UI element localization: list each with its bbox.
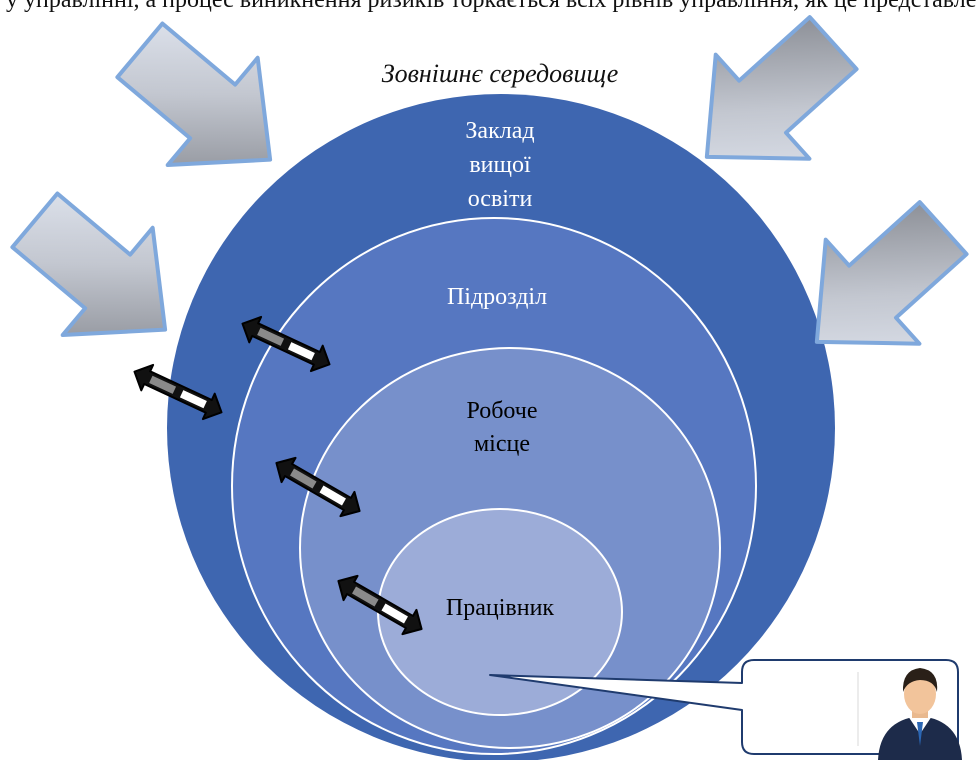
external-arrow-top-right	[704, 15, 859, 161]
workplace-label-line-2: місце	[474, 431, 530, 457]
person-avatar-icon	[878, 668, 962, 760]
external-environment-label: Зовнішнє середовище	[382, 59, 619, 88]
interaction-arrow-1	[133, 363, 223, 421]
external-arrow-right	[814, 200, 969, 346]
workplace-label-line-1: Робоче	[466, 398, 537, 424]
employee-label: Працівник	[446, 595, 555, 621]
external-arrow-left	[10, 191, 168, 338]
institution-label-line-1: Заклад	[465, 118, 534, 144]
interaction-arrow-2	[241, 315, 331, 373]
unit-label: Підрозділ	[447, 284, 547, 310]
interaction-arrow-3	[275, 456, 361, 518]
external-arrow-top-left	[115, 21, 273, 168]
institution-label-line-3: освіти	[468, 186, 533, 212]
institution-label-line-2: вищої	[469, 152, 531, 178]
employee-callout	[489, 659, 962, 760]
interaction-arrow-4	[337, 574, 423, 636]
top-text-line: у управлінні, а процес виникнення ризикі…	[6, 0, 976, 13]
